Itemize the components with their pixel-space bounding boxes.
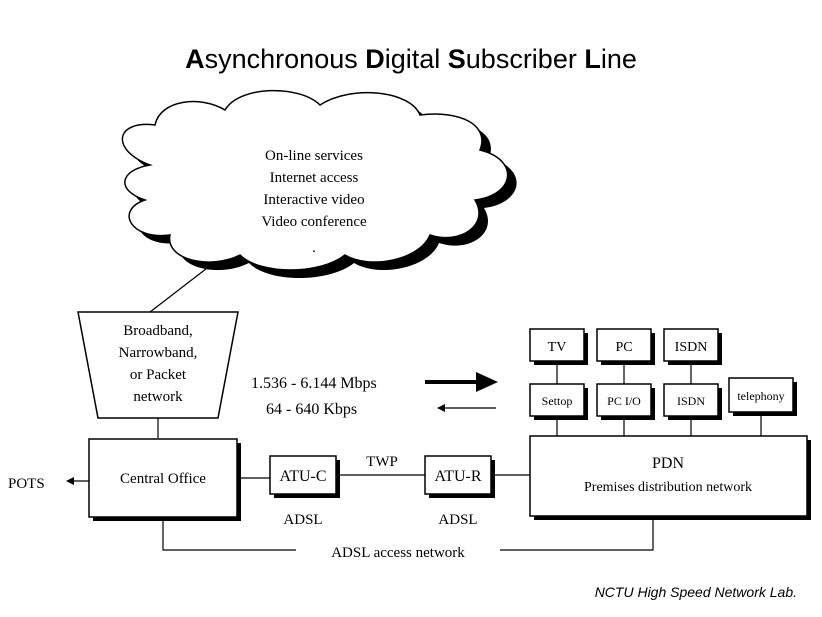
device-label: PC: [615, 340, 632, 355]
network-line: Broadband,: [123, 323, 193, 339]
device-label: ISDN: [675, 340, 708, 355]
cloud-line: .: [312, 240, 316, 256]
central-office-box: Central Office: [88, 438, 241, 521]
pdn-title: PDN: [652, 455, 684, 472]
interface-isdn: [663, 383, 719, 417]
atu-r-label: ATU-R: [434, 468, 481, 485]
terminal-devices: TV PC ISDN: [529, 328, 722, 365]
pots-label: POTS: [8, 476, 45, 492]
interface-devices: Settop PC I/O ISDN telephony: [529, 377, 797, 420]
device-isdn: [663, 328, 719, 362]
atu-c-sub: ADSL: [283, 512, 322, 528]
title-segment: L: [584, 44, 601, 74]
cloud-line: Interactive video: [263, 192, 364, 208]
cloud-line: Video conference: [261, 214, 367, 230]
title-segment: ine: [601, 44, 637, 74]
downstream-arrow-head: [476, 372, 498, 392]
atu-c-box: ATU-C: [269, 455, 340, 498]
interface-label: Settop: [542, 394, 573, 408]
interface-label: telephony: [737, 389, 784, 403]
title-segment: ubscriber: [466, 44, 585, 74]
atu-r-box: ATU-R: [424, 455, 495, 498]
pdn-box: PDN Premises distribution network: [529, 435, 811, 520]
title-segment: D: [365, 44, 385, 74]
title-segment: A: [185, 44, 205, 74]
twp-label: TWP: [366, 454, 398, 470]
title-segment: synchronous: [205, 44, 366, 74]
title-segment: igital: [385, 44, 448, 74]
cloud-line: On-line services: [265, 148, 363, 164]
cloud-line: Internet access: [270, 170, 359, 186]
network-line: network: [133, 389, 183, 405]
cloud-link: [149, 261, 216, 313]
diagram-title: Asynchronous Digital Subscriber Line: [185, 44, 637, 74]
cloud-line: .: [312, 260, 316, 276]
service-cloud: On-line services Internet access Interac…: [121, 89, 517, 278]
atu-c-label: ATU-C: [279, 468, 326, 485]
footer-credit: NCTU High Speed Network Lab.: [595, 584, 797, 600]
atu-r-sub: ADSL: [438, 512, 477, 528]
central-office-label: Central Office: [120, 471, 206, 487]
access-network-label: ADSL access network: [331, 545, 465, 561]
access-bracket-right: [500, 520, 654, 551]
network-line: Narrowband,: [119, 345, 198, 361]
interface-label: PC I/O: [607, 394, 641, 408]
pdn-subtitle: Premises distribution network: [584, 480, 752, 495]
access-bracket-left: [162, 521, 296, 551]
network-trapezoid: Broadband, Narrowband, or Packet network: [77, 311, 239, 419]
upstream-rate: 64 - 640 Kbps: [266, 401, 357, 418]
title-segment: S: [448, 44, 466, 74]
downstream-rate: 1.536 - 6.144 Mbps: [251, 375, 377, 392]
interface-label: ISDN: [677, 394, 705, 408]
network-line: or Packet: [130, 367, 187, 383]
device-label: TV: [548, 340, 567, 355]
